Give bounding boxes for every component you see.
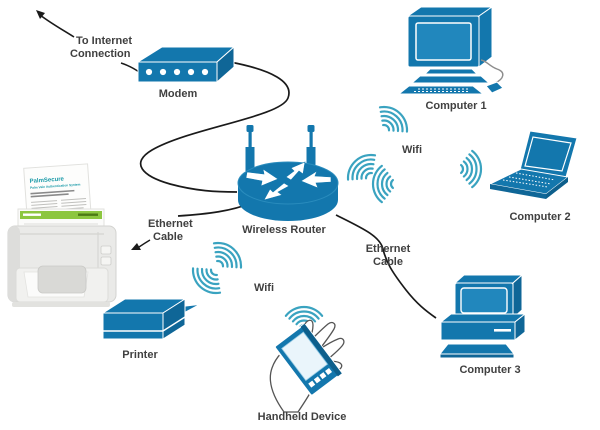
- ethernet-left-line1: Ethernet: [148, 218, 193, 230]
- document-title: PalmSecure: [29, 176, 64, 184]
- modem-to-router-cable: [139, 61, 290, 193]
- wifi-signal-icon: [186, 259, 229, 301]
- arrow-head-icon: [131, 243, 141, 250]
- computer2-label: Computer 2: [509, 211, 571, 223]
- wifi-signal-icon: [371, 99, 414, 141]
- wifi-label-top: Wifi: [401, 144, 423, 156]
- internet-arrow-line: [36, 10, 75, 38]
- computer1-icon: [397, 6, 504, 95]
- ethernet-right-label: Ethernet Cable: [362, 243, 414, 269]
- wifi-label-bottom: Wifi: [253, 282, 275, 294]
- scanner-cable-arrow: [131, 239, 151, 250]
- wifi-signal-icon: [459, 149, 483, 189]
- ethernet-right-line1: Ethernet: [365, 243, 411, 255]
- mouse-cable: [480, 59, 504, 84]
- wifi-signal-icon: [371, 164, 395, 204]
- handheld-device-icon: [269, 319, 345, 413]
- computer1-label: Computer 1: [425, 100, 487, 112]
- internet-label: To Internet Connection: [70, 35, 132, 61]
- router-label: Wireless Router: [242, 224, 326, 236]
- scanner-icon: PalmSecure Palm Vein Authentication Syst…: [7, 163, 117, 307]
- computer2-icon: [488, 130, 578, 199]
- ethernet-right-line2: Cable: [373, 256, 403, 268]
- document-subtitle: Palm Vein Authentication System: [30, 182, 81, 190]
- wireless-router-icon: [237, 125, 339, 221]
- internet-label-line1: To Internet: [76, 35, 133, 47]
- ethernet-left-label: Ethernet Cable: [148, 218, 193, 244]
- computer3-icon: [438, 273, 527, 359]
- mouse-icon: [485, 81, 504, 94]
- printer-icon: [101, 298, 202, 340]
- internet-to-modem-line: [120, 62, 140, 73]
- printer-label: Printer: [122, 349, 158, 361]
- internet-label-line2: Connection: [70, 48, 131, 60]
- arrow-head-icon: [36, 10, 45, 19]
- wifi-signal-icon: [341, 147, 384, 189]
- phone: [274, 323, 342, 397]
- computer3-label: Computer 3: [459, 364, 521, 376]
- wifi-signal-icon: [205, 235, 248, 277]
- ethernet-left-line2: Cable: [153, 231, 183, 243]
- router-to-computer3-cable: [335, 214, 437, 319]
- handheld-label: Handheld Device: [257, 411, 347, 423]
- modem-icon: [136, 45, 236, 84]
- modem-label: Modem: [158, 88, 198, 100]
- scanner-body: [7, 225, 117, 307]
